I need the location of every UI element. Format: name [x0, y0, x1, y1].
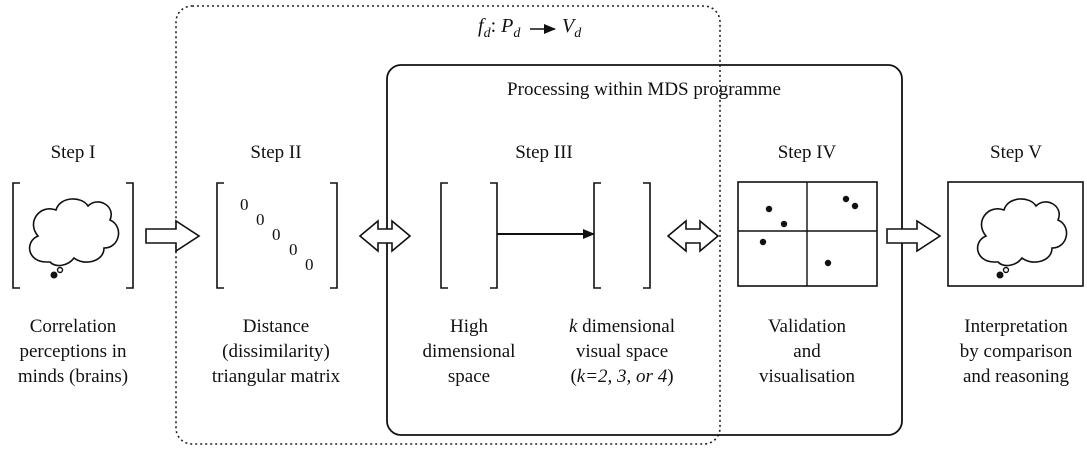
- mds-programme-box: [386, 64, 903, 436]
- svg-text:fd:Pd: fd:Pd: [478, 15, 521, 41]
- matrix-zero: 0: [256, 210, 265, 229]
- step5-caption: Interpretation by comparison and reasoni…: [960, 316, 1073, 387]
- step3-graphic: [440, 182, 651, 289]
- caption-line: minds (brains): [18, 366, 128, 387]
- step1-caption: Correlation perceptions in minds (brains…: [18, 316, 128, 387]
- caption-line: space: [448, 366, 490, 387]
- thought-cloud-icon: [28, 198, 120, 267]
- svg-text:Vd: Vd: [562, 15, 582, 41]
- caption-line: and reasoning: [963, 366, 1070, 387]
- step4-graphic: [737, 181, 878, 287]
- left-bracket-icon: [216, 182, 224, 289]
- thought-dot-small: [1002, 266, 1010, 274]
- double-hollow-arrow-3-4: [666, 219, 720, 253]
- step-title-3: Step III: [515, 142, 573, 163]
- step2-graphic: 0 0 0 0 0: [216, 182, 338, 289]
- matrix-zero: 0: [240, 195, 249, 214]
- step-title-2: Step II: [250, 142, 301, 163]
- right-bracket-icon: [330, 182, 338, 289]
- caption-line: High: [450, 316, 489, 337]
- left-bracket-icon: [440, 182, 448, 289]
- caption-line: dimensional: [423, 341, 516, 362]
- left-bracket-icon: [12, 182, 20, 289]
- caption-line: (k=2, 3, or 4): [570, 366, 673, 387]
- step-title-5: Step V: [990, 142, 1042, 163]
- caption-line: visualisation: [759, 366, 856, 387]
- step4-caption: Validation and visualisation: [759, 316, 856, 387]
- right-bracket-icon: [490, 182, 498, 289]
- plot-point: [824, 259, 832, 267]
- step1-graphic: [12, 182, 134, 289]
- caption-line: perceptions in: [19, 341, 127, 362]
- plot-point: [842, 195, 850, 203]
- caption-line: by comparison: [960, 341, 1073, 362]
- plot-point: [759, 238, 767, 246]
- caption-line: visual space: [576, 341, 668, 362]
- hollow-arrow-1-2: [145, 219, 201, 253]
- caption-line: (dissimilarity): [222, 341, 330, 362]
- plot-point: [765, 205, 773, 213]
- mds-box-title: Processing within MDS programme: [507, 79, 781, 100]
- step3-left-caption: High dimensional space: [423, 316, 516, 387]
- thought-dot-small: [56, 266, 64, 274]
- step-title-4: Step IV: [778, 142, 837, 163]
- hollow-arrow-4-5: [886, 219, 942, 253]
- thought-dot: [996, 271, 1004, 279]
- caption-line: k dimensional: [569, 316, 675, 337]
- double-hollow-arrow-2-3: [358, 219, 412, 253]
- caption-line: and: [793, 341, 821, 362]
- left-bracket-icon: [593, 182, 601, 289]
- caption-line: Correlation: [30, 316, 117, 337]
- step5-graphic: [947, 181, 1084, 287]
- caption-line: triangular matrix: [212, 366, 341, 387]
- step2-caption: Distance (dissimilarity) triangular matr…: [212, 316, 341, 387]
- right-bracket-icon: [126, 182, 134, 289]
- mapping-boundary: [175, 5, 721, 445]
- thought-cloud-icon: [976, 198, 1068, 267]
- matrix-zero: 0: [289, 240, 298, 259]
- matrix-zero: 0: [272, 225, 281, 244]
- right-bracket-icon: [643, 182, 651, 289]
- thought-dot: [50, 271, 58, 279]
- plot-point: [851, 202, 859, 210]
- step-title-1: Step I: [51, 142, 96, 163]
- matrix-zero: 0: [305, 255, 314, 274]
- caption-line: Validation: [768, 316, 847, 337]
- mapping-label: fd:Pd Vd: [478, 15, 582, 41]
- caption-line: Distance: [243, 316, 309, 337]
- interpretation-frame: [947, 181, 1084, 287]
- caption-line: Interpretation: [964, 316, 1068, 337]
- step3-right-caption: k dimensional visual space (k=2, 3, or 4…: [569, 316, 675, 387]
- plot-point: [780, 220, 788, 228]
